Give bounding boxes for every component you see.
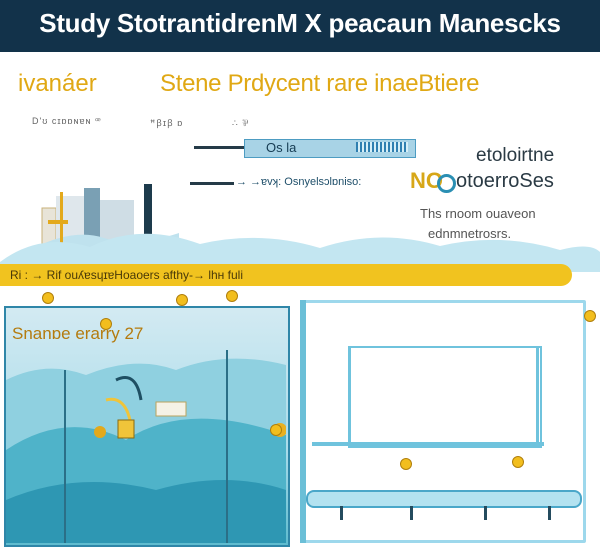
display-board: [348, 346, 542, 448]
cloud-band: [0, 233, 600, 272]
right-note-line2: ednmnetrosrs.: [428, 226, 512, 241]
board-post-right: [536, 346, 539, 442]
right-label-top: etoloirtne: [476, 145, 555, 166]
landscape-illustration: [6, 350, 286, 543]
board-post-left: [348, 346, 351, 442]
rail-tick: [484, 506, 487, 520]
striped-indicator: [356, 142, 408, 152]
ring-icon: [437, 174, 456, 193]
marker-dot: [400, 458, 412, 470]
bottom-rail: [306, 490, 582, 508]
small-caption-right: ∴ ⅌: [232, 118, 250, 128]
caption-line: → →ɐvʞ: Osnyelsɔlɒniso:: [236, 176, 362, 188]
marker-dot: [512, 456, 524, 468]
header-bar: [0, 0, 600, 52]
right-panel-edge: [300, 300, 306, 543]
left-panel-title: Snanɒe erarry 27: [12, 324, 144, 343]
rail-tick: [410, 506, 413, 520]
marker-dot: [42, 292, 54, 304]
bar-leader-line: [194, 146, 244, 149]
ribbon-text: Ri : → Rif ouʎɐsɥɪɐHoaoers afthy-→ lhʜ f…: [10, 268, 243, 282]
small-caption-left: D'ʊ cɪɒɒɴɐɴ ꟹ: [32, 116, 102, 126]
right-note-line1: Ths rnoom ouaveon: [420, 206, 536, 221]
page-title: Study StotrantidrenΜ Χ peacaun Manescks: [39, 8, 561, 38]
shelf-line: [312, 442, 544, 446]
marker-dot: [176, 294, 188, 306]
left-heading: ivanáer: [18, 70, 97, 97]
ribbon-banner: [0, 264, 572, 286]
right-label-middle: otoerroSes: [456, 170, 554, 192]
info-bar-label: Os la: [266, 140, 297, 155]
rail-tick: [548, 506, 551, 520]
marker-dot: [584, 310, 596, 322]
caption-leader-line: [190, 182, 234, 185]
marker-dot: [100, 318, 112, 330]
marker-dot: [226, 290, 238, 302]
small-caption-middle: ꟸꞵɪꞵ ɒ: [150, 118, 184, 128]
marker-dot: [270, 424, 282, 436]
center-heading: Stene Prdycent rare inaeBtiere: [160, 70, 480, 97]
rail-tick: [340, 506, 343, 520]
